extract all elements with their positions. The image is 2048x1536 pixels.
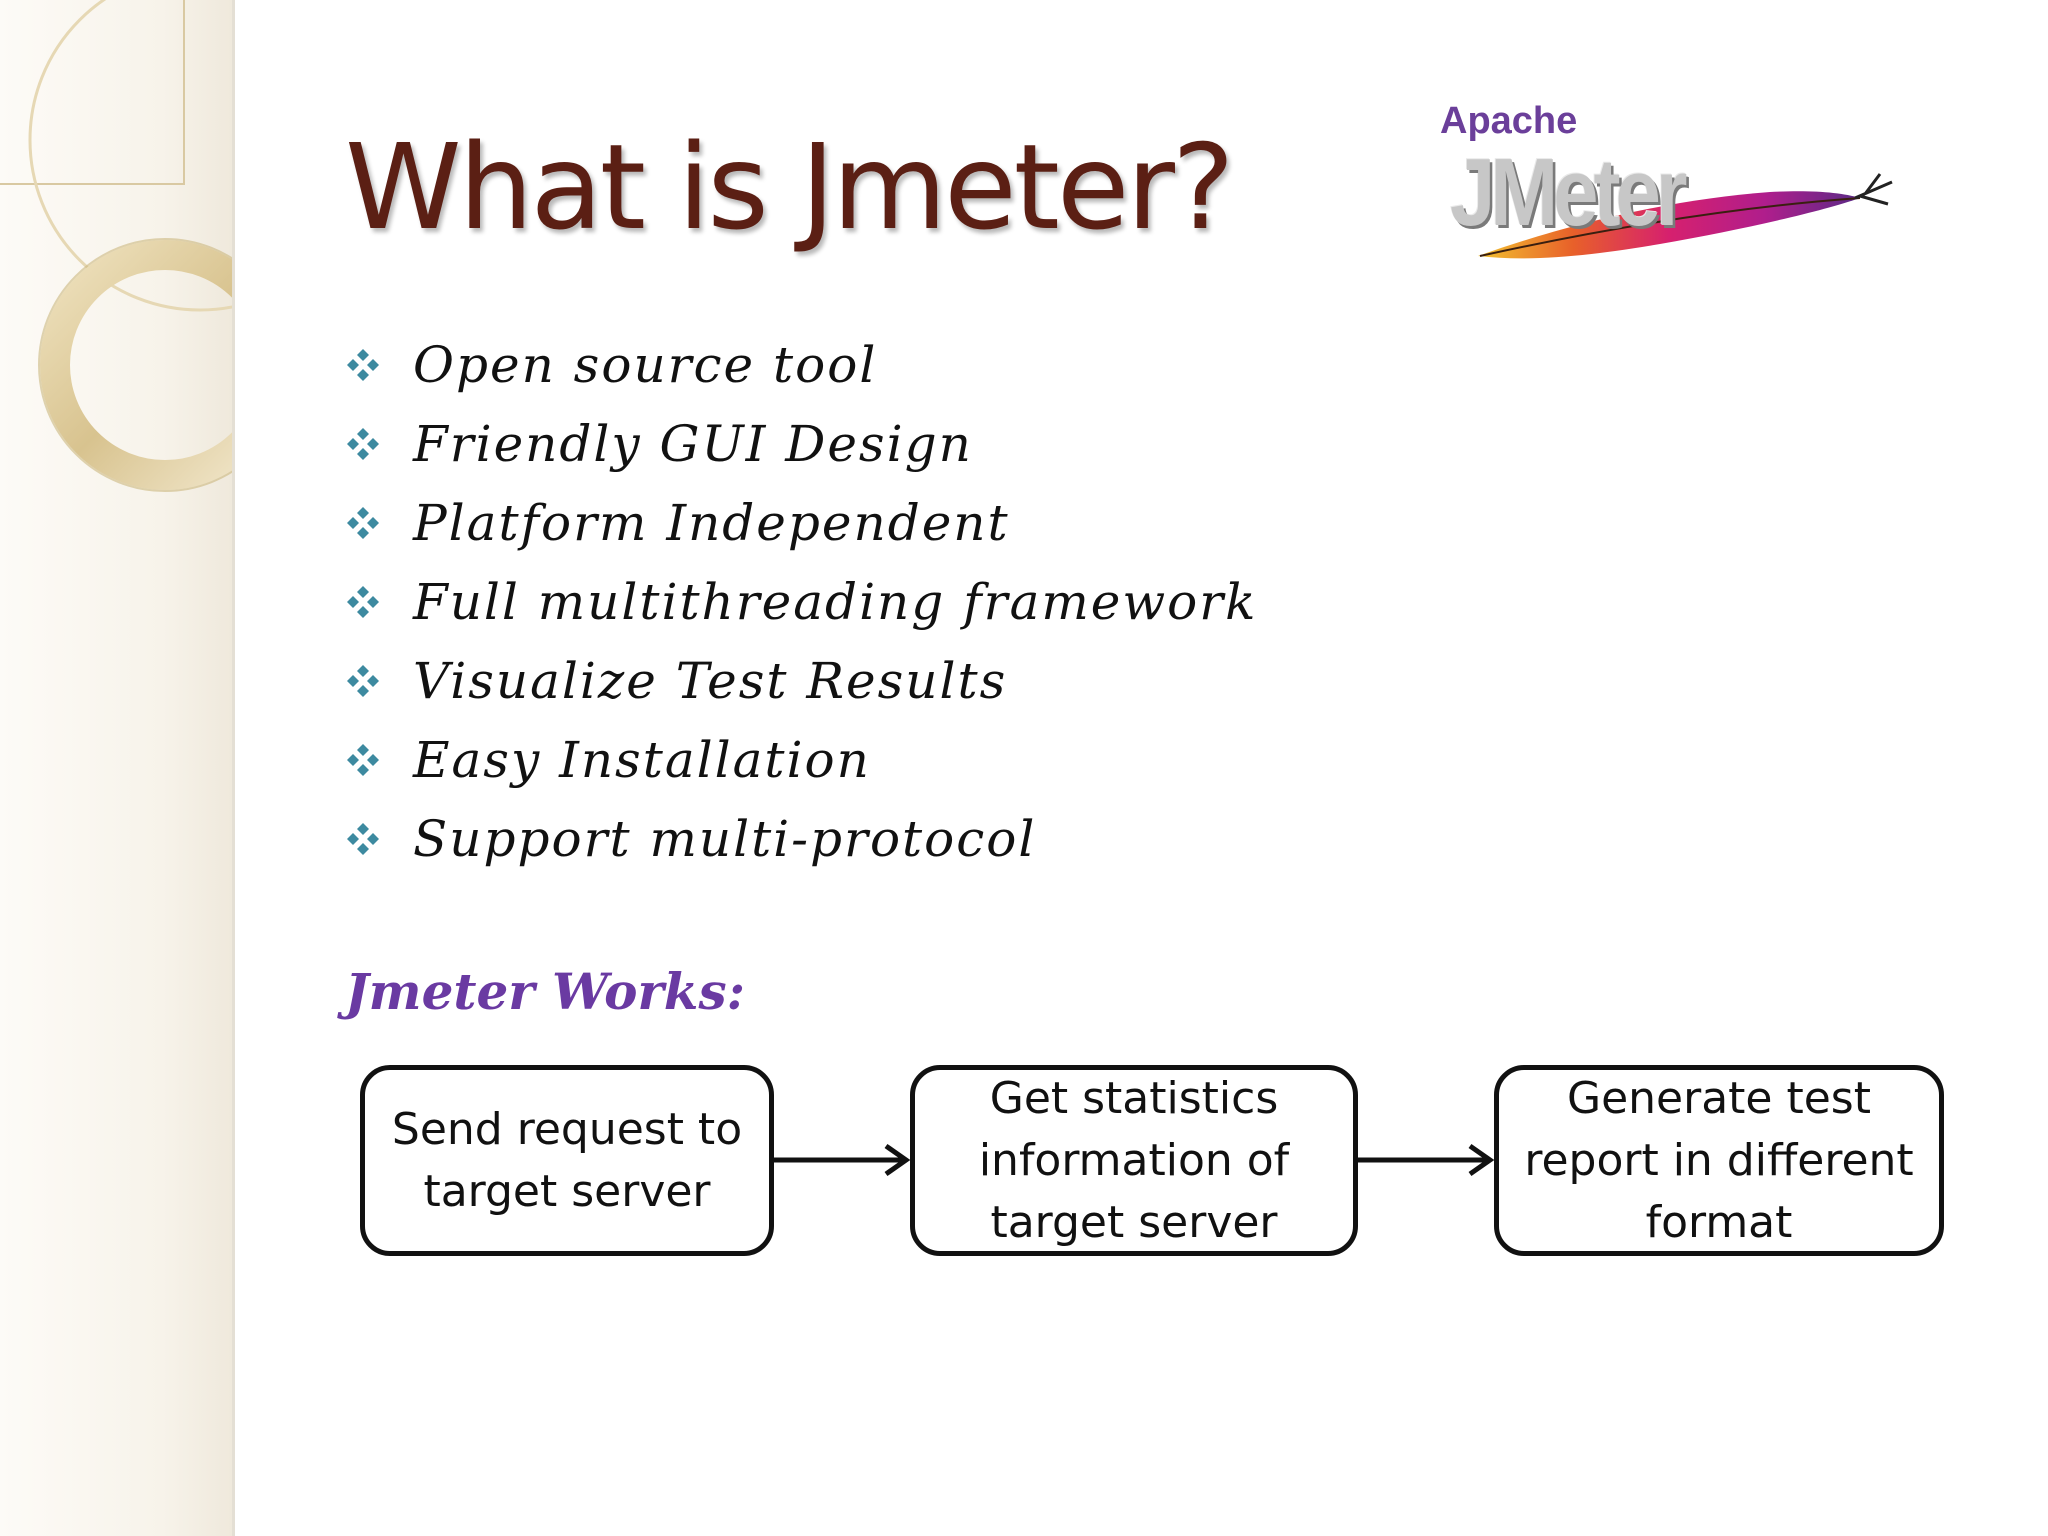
list-item: Friendly GUI Design — [345, 404, 1257, 483]
arrow-right-icon — [1358, 1143, 1495, 1177]
four-diamond-bullet-icon — [347, 348, 379, 381]
list-item: Visualize Test Results — [345, 641, 1257, 720]
four-diamond-bullet-icon — [347, 743, 379, 776]
works-heading: Jmeter Works: — [345, 962, 746, 1021]
four-diamond-bullet-icon — [347, 585, 379, 618]
flow-step-text: Get statistics information of target ser… — [978, 1072, 1290, 1248]
flow-step-text: Generate test report in different format — [1524, 1072, 1914, 1248]
bullet-text: Easy Installation — [413, 730, 871, 789]
logo-jmeter-text: JMeter — [1450, 139, 1688, 246]
list-item: Platform Independent — [345, 483, 1257, 562]
four-diamond-bullet-icon — [347, 506, 379, 539]
flow-step-send-request: Send request to target server — [360, 1065, 774, 1256]
four-diamond-bullet-icon — [347, 822, 379, 855]
decorative-rings-icon — [0, 0, 232, 492]
bullet-text: Full multithreading framework — [413, 572, 1258, 631]
flow-step-generate-report: Generate test report in different format — [1494, 1065, 1944, 1256]
list-item: Easy Installation — [345, 720, 1257, 799]
four-diamond-bullet-icon — [347, 664, 379, 697]
feature-list: Open source tool Friendly GUI Design Pla… — [345, 325, 1257, 878]
slide-title: What is Jmeter? — [345, 118, 1235, 256]
bullet-text: Support multi-protocol — [413, 809, 1037, 868]
apache-feather-icon — [1478, 173, 1893, 259]
bullet-text: Open source tool — [413, 335, 878, 394]
bullet-text: Friendly GUI Design — [413, 414, 973, 473]
bullet-text: Visualize Test Results — [413, 651, 1008, 710]
list-item: Open source tool — [345, 325, 1257, 404]
list-item: Support multi-protocol — [345, 799, 1257, 878]
flow-step-get-statistics: Get statistics information of target ser… — [910, 1065, 1358, 1256]
four-diamond-bullet-icon — [347, 427, 379, 460]
arrow-right-icon — [774, 1143, 911, 1177]
list-item: Full multithreading framework — [345, 562, 1257, 641]
flow-step-text: Send request to target server — [391, 1103, 743, 1217]
jmeter-logo: Apache JMeter — [1440, 100, 1900, 270]
logo-apache-text: Apache — [1440, 100, 1578, 142]
bullet-text: Platform Independent — [413, 493, 1010, 552]
